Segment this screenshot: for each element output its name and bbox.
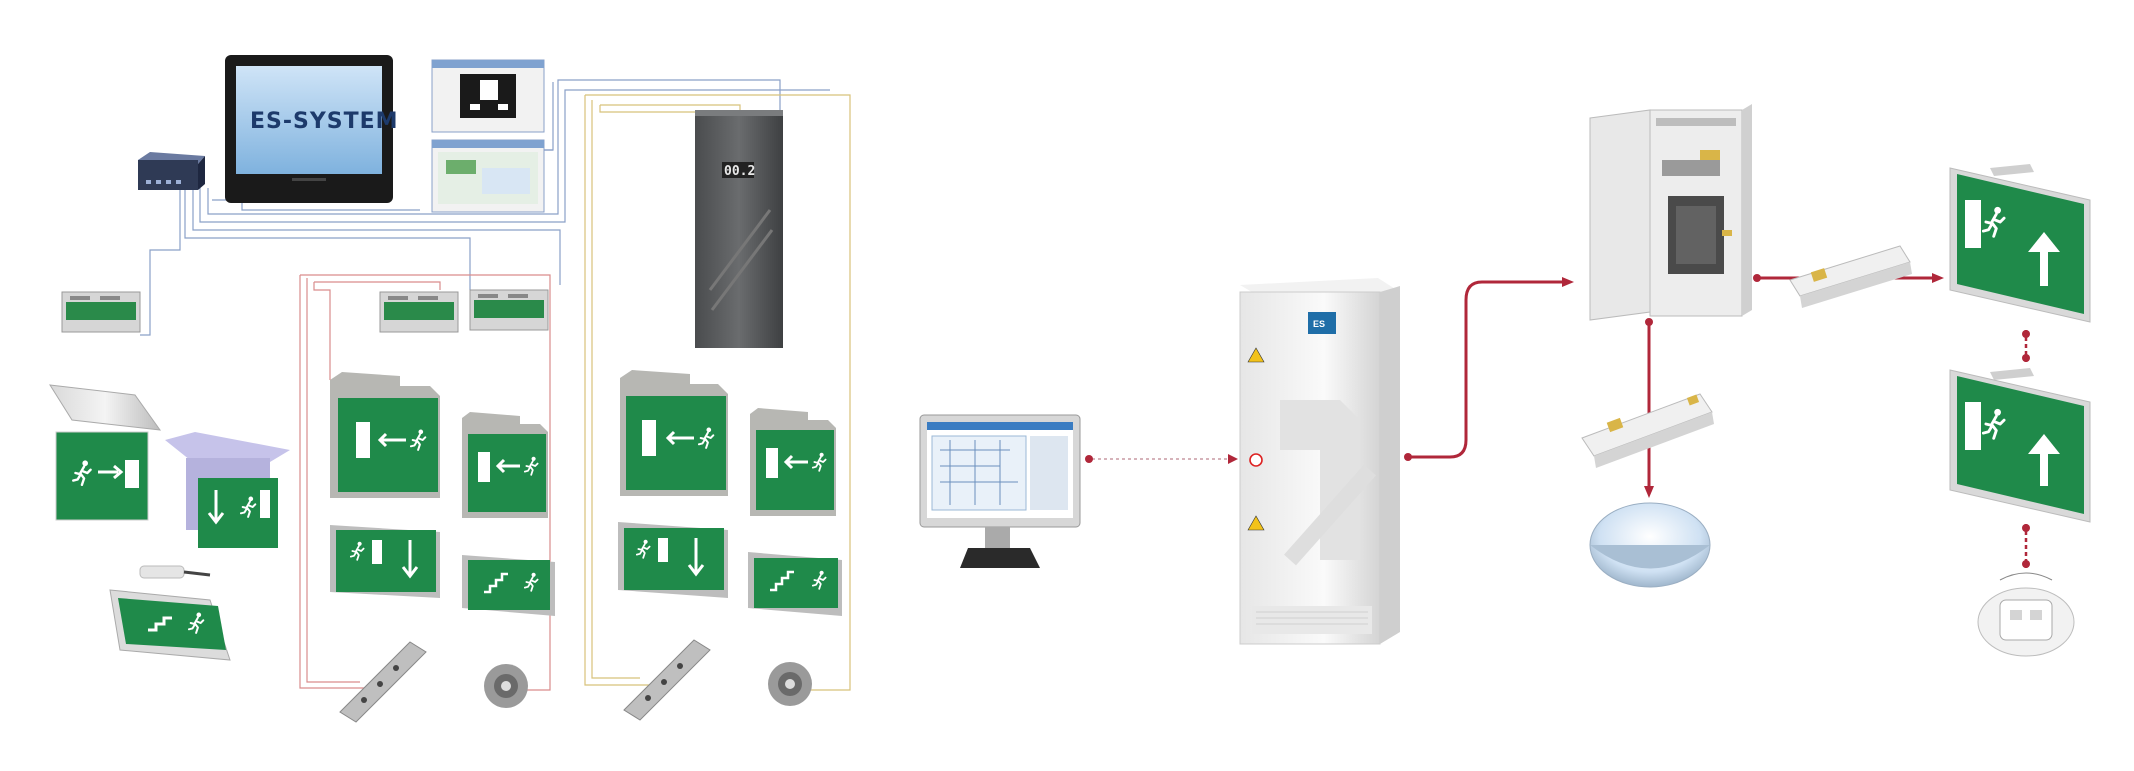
recessed-spotlight-2 bbox=[623, 639, 711, 721]
link-panel-down bbox=[1644, 318, 1654, 498]
exit-sign-pendant-purple bbox=[165, 432, 290, 548]
software-screenshot-1 bbox=[431, 59, 545, 133]
exit-sign-right-bottom bbox=[1949, 368, 2091, 523]
motion-sensor-small bbox=[139, 565, 211, 579]
ballast-module-right bbox=[1789, 245, 1912, 308]
exit-sign-grid-8 bbox=[748, 552, 842, 616]
exit-sign-grid-7 bbox=[618, 522, 728, 598]
exit-sign-ceiling-silver bbox=[49, 384, 162, 521]
smoke-detector-1 bbox=[484, 664, 528, 708]
downlight-icon bbox=[1589, 502, 1711, 588]
central-battery-cabinet: 00.2 bbox=[695, 110, 783, 348]
din-module-2 bbox=[379, 291, 459, 333]
central-unit-display: 00.2 bbox=[724, 164, 755, 179]
cabinet-logo: ES bbox=[1313, 319, 1325, 329]
ballast-module-icon bbox=[1581, 393, 1714, 468]
link-sign-to-sensor bbox=[2022, 524, 2030, 568]
emergency-central-cabinet: ES bbox=[1239, 278, 1400, 645]
motion-sensor-icon bbox=[1977, 572, 2075, 657]
din-module-1 bbox=[61, 291, 141, 333]
link-signs-vertical bbox=[2022, 330, 2030, 362]
es-system-monitor: ES-SYSTEM bbox=[225, 55, 399, 203]
exit-sign-grid-5 bbox=[620, 370, 728, 496]
workstation-monitor bbox=[919, 414, 1081, 568]
exit-sign-grid-4 bbox=[462, 555, 555, 616]
exit-sign-wall-stairs bbox=[109, 589, 231, 661]
recessed-spotlight-1 bbox=[339, 641, 427, 723]
link-pc-to-cabinet bbox=[1085, 454, 1238, 464]
network-switch-icon bbox=[138, 152, 205, 190]
link-cabinet-to-subpanel bbox=[1404, 277, 1574, 461]
din-module-3 bbox=[469, 289, 549, 331]
exit-sign-grid-6 bbox=[750, 408, 836, 516]
exit-sign-grid-2 bbox=[462, 412, 548, 518]
software-screenshot-2 bbox=[431, 139, 545, 213]
exit-sign-grid-1 bbox=[330, 372, 440, 498]
monitor-title: ES-SYSTEM bbox=[250, 109, 399, 134]
smoke-detector-2 bbox=[768, 662, 812, 706]
exit-sign-grid-3 bbox=[330, 525, 440, 598]
exit-sign-right-top bbox=[1949, 164, 2091, 323]
sub-distribution-panel bbox=[1589, 104, 1752, 321]
